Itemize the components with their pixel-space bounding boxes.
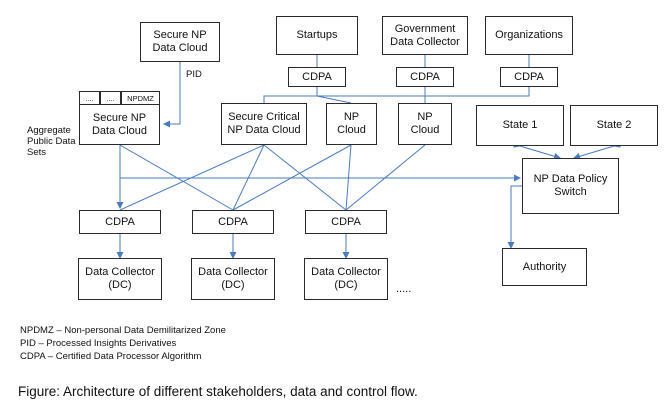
edge-startups-to-npcloud1 [316, 95, 352, 104]
organizations-box: Organizations [485, 16, 573, 55]
cdpa-lower-3: CDPA [305, 210, 387, 234]
np-data-policy-switch: NP Data Policy Switch [522, 158, 619, 214]
cdpa-government: CDPA [396, 67, 454, 87]
npdmz-cell-label: NPDMZ [121, 91, 160, 105]
np-cloud-2: NP Cloud [398, 103, 452, 145]
government-data-collector-box: Government Data Collector [382, 16, 468, 55]
npdmz-cell-1: .... [79, 91, 100, 105]
edge-org-cdpa-out [425, 87, 530, 97]
legend-pid: PID – Processed Insights Derivatives [20, 338, 177, 349]
cdpa-lower-1: CDPA [79, 210, 161, 234]
legend-cdpa: CDPA – Certified Data Processor Algorith… [20, 351, 202, 362]
cdpa-organizations: CDPA [500, 67, 558, 87]
edge-switch-authority [507, 182, 528, 249]
state-1-box: State 1 [476, 105, 564, 146]
legend-npdmz: NPDMZ – Non-personal Data Demilitarized … [20, 325, 226, 336]
edge-startups-cdpa-out [263, 87, 318, 103]
data-collector-3: Data Collector (DC) [304, 258, 388, 300]
np-cloud-1: NP Cloud [326, 103, 377, 145]
npdmz-cell-2: .... [100, 91, 121, 105]
cdpa-startups: CDPA [288, 67, 346, 87]
edge-state2-switch [573, 140, 621, 160]
data-collector-1: Data Collector (DC) [78, 258, 162, 300]
cdpa-lower-2: CDPA [192, 210, 274, 234]
secure-critical-np-data-cloud: Secure Critical NP Data Cloud [221, 103, 307, 145]
secure-np-data-cloud-main: Secure NP Data Cloud [79, 104, 160, 145]
edge-state1-switch [513, 140, 561, 160]
edge-gov-cdpa-out [264, 87, 426, 97]
state-2-box: State 2 [570, 105, 658, 146]
figure-caption: Figure: Architecture of different stakeh… [18, 384, 418, 399]
pid-label: PID [186, 69, 202, 80]
ellipsis-label: ..... [396, 283, 412, 295]
secure-np-data-cloud-top: Secure NP Data Cloud [140, 22, 220, 62]
pid-connector [163, 56, 184, 128]
aggregate-public-data-sets-label: Aggregate Public Data Sets [27, 125, 76, 158]
authority-box: Authority [502, 248, 587, 286]
data-collector-2: Data Collector (DC) [191, 258, 275, 300]
startups-box: Startups [276, 16, 358, 55]
